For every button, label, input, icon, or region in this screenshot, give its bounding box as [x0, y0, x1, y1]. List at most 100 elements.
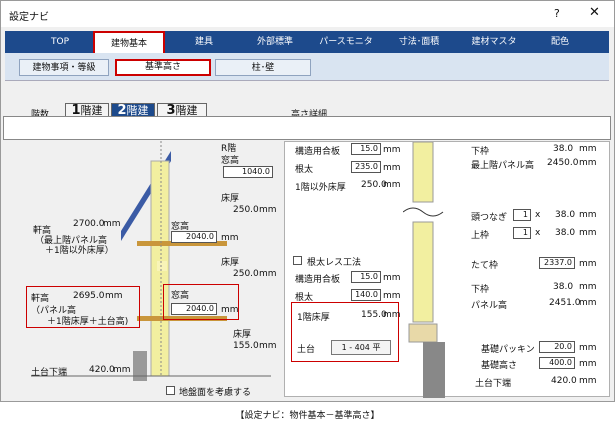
- top-tie-count[interactable]: 1: [513, 209, 531, 221]
- break-line: [403, 207, 444, 217]
- top-plate-value: 38.0: [555, 228, 576, 238]
- foundation-section: [423, 342, 445, 398]
- unit-label: mm: [383, 310, 401, 320]
- detail-title: 高さ詳細: [291, 110, 328, 120]
- floor-joist-1: [137, 316, 227, 321]
- unit-label: mm: [383, 273, 401, 283]
- sill-select-button[interactable]: 1 - 404 平: [331, 340, 391, 355]
- window-label-2: 窓高: [171, 222, 190, 232]
- window-marker-2: [157, 261, 167, 271]
- house-section-diagram: [31, 141, 271, 381]
- panel-height-label: パネル高: [471, 301, 508, 311]
- floor-thickness-label-2: 床厚: [221, 258, 240, 268]
- unit-label: mm: [383, 291, 401, 301]
- window-label-3: 窓高: [171, 291, 190, 301]
- upper-floor-thickness-label: 1階以外床厚: [295, 183, 346, 193]
- plywood-field-2[interactable]: 15.0: [351, 271, 381, 283]
- floor-3-unit: 階建: [175, 104, 198, 117]
- top-tie-label: 頭つなぎ: [471, 213, 508, 223]
- first-floor-thickness-value: 155.0: [361, 310, 387, 320]
- unit-label: mm: [579, 359, 597, 369]
- foundation-height-field[interactable]: 400.0: [539, 357, 575, 369]
- stud-label: たて枠: [471, 261, 499, 271]
- stud-field[interactable]: 2337.0: [539, 257, 575, 269]
- floor-thickness-value-2: 250.0: [233, 269, 259, 279]
- floor-joist-2: [137, 241, 227, 246]
- window-title: 設定ナビ: [9, 12, 49, 23]
- eave-height-title-1: 軒高: [33, 226, 52, 236]
- unit-label: mm: [579, 210, 597, 220]
- eave-height-line3-2: ＋1階床厚＋土台高): [47, 317, 129, 327]
- title-bar: 設定ナビ ? ✕: [1, 1, 614, 27]
- subtab-column-wall[interactable]: 柱･壁: [215, 59, 311, 76]
- floor-2-button[interactable]: 2階建: [111, 103, 155, 119]
- first-floor-thickness-label: 1階床厚: [297, 313, 330, 323]
- floor-count-label: 階数: [31, 110, 50, 120]
- tab-dimension-area[interactable]: 寸法･面積: [398, 37, 440, 47]
- roof-eave-field[interactable]: 1040.0: [223, 166, 273, 178]
- foundation-shape: [133, 351, 147, 381]
- subtab-building-items[interactable]: 建物事項・等級: [19, 59, 109, 76]
- floor-1-num: 1: [71, 103, 81, 118]
- tab-material-master[interactable]: 建材マスタ: [471, 37, 517, 47]
- tab-top[interactable]: TOP: [50, 37, 69, 47]
- top-panel-height-value: 2450.0: [547, 158, 579, 168]
- eave-height-line2-1: （最上階パネル高: [35, 236, 108, 246]
- tab-color-scheme[interactable]: 配色: [550, 37, 569, 47]
- foundation-packing-label: 基礎パッキン: [481, 345, 535, 355]
- sill-bottom-value: 420.0: [89, 365, 115, 375]
- help-button[interactable]: ?: [554, 7, 560, 20]
- top-plate-count[interactable]: 1: [513, 227, 531, 239]
- sill-bottom-label: 土台下端: [31, 368, 68, 378]
- foundation-packing-field[interactable]: 20.0: [539, 341, 575, 353]
- top-panel-height-label: 最上階パネル高: [471, 161, 535, 171]
- sub-nav: 建物事項・等級 基準高さ 柱･壁: [5, 53, 609, 81]
- sill-bottom-value-right: 420.0: [551, 376, 577, 386]
- sill-label: 土台: [297, 345, 316, 355]
- unit-label: mm: [579, 228, 597, 238]
- plywood-label: 構造用合板: [295, 147, 341, 157]
- times-label: x: [535, 210, 541, 220]
- unit-label: mm: [579, 298, 597, 308]
- window-height-field-2[interactable]: 2040.0: [171, 231, 217, 243]
- floor-thickness-label-1: 床厚: [221, 194, 240, 204]
- tab-building-basic[interactable]: 建物基本: [93, 31, 165, 53]
- figure-caption: 【設定ナビ：物件基本－基準高さ】: [235, 411, 380, 421]
- unit-label: mm: [259, 341, 277, 351]
- unit-label: mm: [579, 343, 597, 353]
- height-detail-panel: 構造用合板 15.0 mm 根太 235.0 mm 1階以外床厚 250.0 m…: [284, 141, 610, 398]
- floor-thickness-value-1: 250.0: [233, 205, 259, 215]
- tab-fittings[interactable]: 建具: [194, 37, 213, 47]
- floor-1-button[interactable]: 1階建: [65, 103, 109, 119]
- ground-level-checkbox[interactable]: [166, 386, 175, 395]
- floor-3-num: 3: [166, 103, 176, 118]
- unit-label: mm: [579, 282, 597, 292]
- bottom-plate-value: 38.0: [553, 144, 574, 154]
- top-plate-label: 上枠: [471, 231, 490, 241]
- plywood-field[interactable]: 15.0: [351, 143, 381, 155]
- times-label: x: [535, 228, 541, 238]
- joist-label-2: 根太: [295, 293, 314, 303]
- unit-label: mm: [105, 291, 123, 301]
- window-height-field-3[interactable]: 2040.0: [171, 303, 217, 315]
- unit-label: mm: [221, 233, 239, 243]
- close-button[interactable]: ✕: [589, 5, 600, 20]
- subtab-base-height[interactable]: 基準高さ: [115, 59, 211, 76]
- joist-field-2[interactable]: 140.0: [351, 289, 381, 301]
- unit-label: mm: [259, 205, 277, 215]
- floor-2-unit: 階建: [126, 104, 149, 117]
- window-height-highlight: [163, 284, 239, 320]
- eave-height-title-2: 軒高: [31, 294, 50, 304]
- foundation-height-label: 基礎高さ: [481, 361, 518, 371]
- r-floor-label: R階: [221, 144, 237, 154]
- unit-label: mm: [579, 144, 597, 154]
- floor-thickness-value-3: 155.0: [233, 341, 259, 351]
- unit-label: mm: [221, 305, 239, 315]
- tab-perspective-monitor[interactable]: パースモニタ: [319, 37, 373, 47]
- ground-level-checkbox-label: 地盤面を考慮する: [179, 388, 252, 398]
- joistless-checkbox[interactable]: [293, 256, 302, 265]
- joist-field[interactable]: 235.0: [351, 161, 381, 173]
- floor-1-unit: 階建: [80, 104, 103, 117]
- tab-exterior-standard[interactable]: 外部標準: [256, 37, 293, 47]
- eave-height-value-1: 2700.0: [73, 219, 105, 229]
